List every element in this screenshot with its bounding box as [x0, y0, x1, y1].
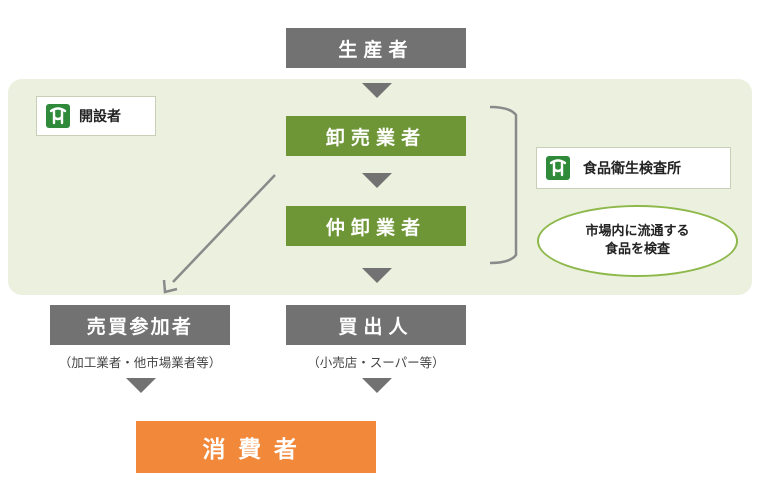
- arrow-wholesaler-to-trading-participant: [172, 174, 276, 283]
- inspection-note-line-2: 食品を検査: [604, 242, 670, 257]
- consumer-box: 消費者: [136, 421, 376, 473]
- intermediate-wholesaler-label: 仲卸業者: [325, 216, 427, 239]
- inspection-note-ellipse: 市場内に流通する 食品を検査: [537, 205, 738, 277]
- arrow-intermediate-to-buyer: [362, 268, 392, 283]
- inspection-scope-bracket: [489, 105, 518, 265]
- trading-participant-label: 売買参加者: [86, 315, 194, 338]
- city-emblem-icon: [546, 156, 570, 180]
- arrow-trading-participant-to-consumer: [126, 378, 156, 393]
- wholesaler-box: 卸売業者: [286, 116, 466, 156]
- consumer-label: 消費者: [202, 437, 310, 463]
- inspection-office-box: 食品衛生検査所: [536, 147, 731, 189]
- arrow-buyer-to-consumer: [362, 378, 392, 393]
- arrow-producer-to-wholesaler: [362, 83, 392, 98]
- arrow-head-to-trading-participant: [162, 279, 178, 294]
- buyer-note: （小売店・スーパー等）: [307, 355, 445, 370]
- operator-label: 開設者: [79, 109, 121, 125]
- producer-box: 生産者: [286, 28, 466, 68]
- wholesaler-label: 卸売業者: [325, 126, 427, 149]
- buyer-box: 買出人: [286, 305, 466, 345]
- intermediate-wholesaler-box: 仲卸業者: [286, 206, 466, 246]
- trading-participant-box: 売買参加者: [50, 305, 230, 345]
- inspection-note-line-1: 市場内に流通する: [585, 224, 690, 239]
- arrow-wholesaler-to-intermediate: [362, 173, 392, 188]
- inspection-office-label: 食品衛生検査所: [583, 161, 681, 177]
- buyer-label: 買出人: [338, 315, 414, 338]
- city-emblem-icon: [46, 104, 70, 128]
- producer-label: 生産者: [338, 38, 414, 61]
- operator-box: 開設者: [36, 96, 156, 136]
- trading-participant-note: （加工業者・他市場業者等）: [58, 355, 222, 370]
